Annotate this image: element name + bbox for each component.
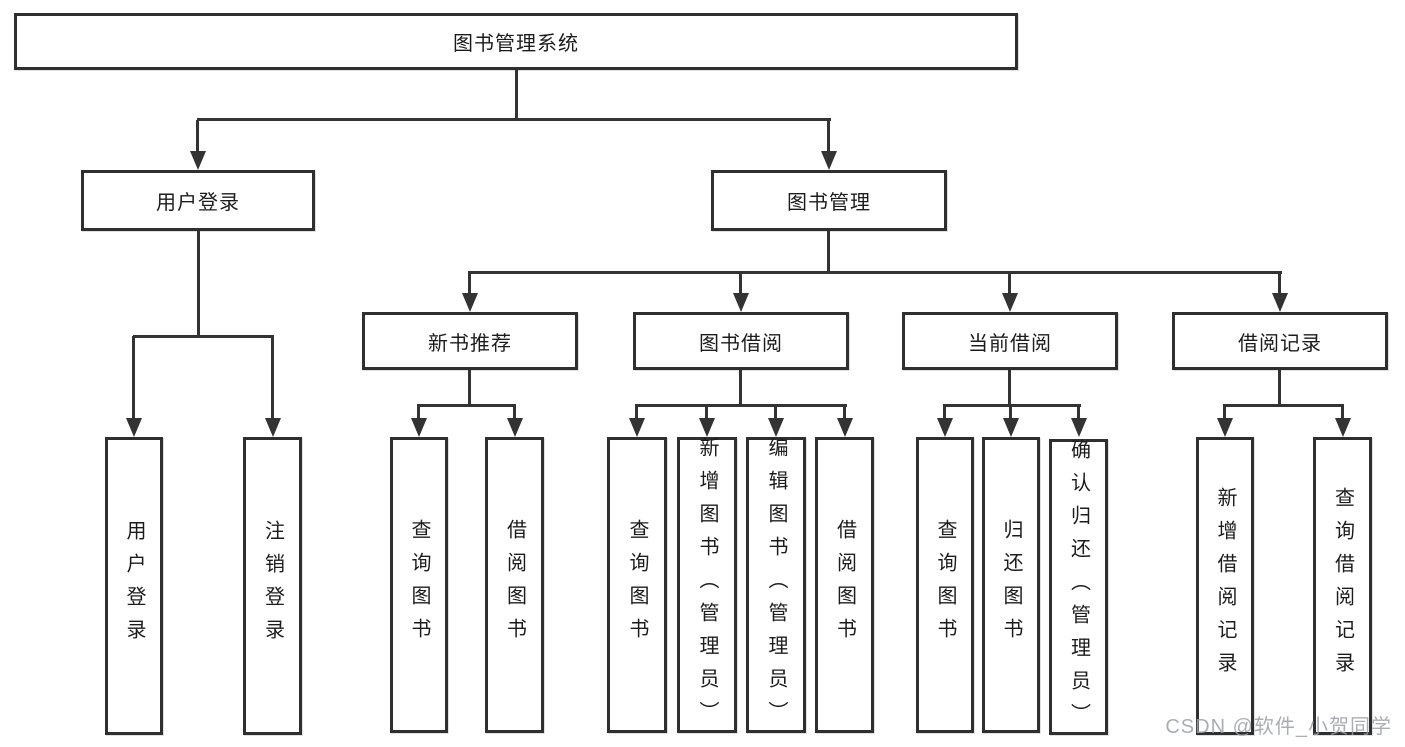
- arrow-down-icon: [635, 406, 638, 418]
- arrow-down-icon: [1077, 406, 1080, 418]
- leaf-borrowing-edit-books-admin-label: 编辑图书（管理员）: [765, 436, 787, 734]
- leaf-current-query-books-label: 查询图书: [934, 519, 956, 651]
- leaf-borrowing-borrow-books-label: 借阅图书: [833, 519, 856, 651]
- arrow-down-icon: [943, 406, 946, 418]
- node-borrowing-records: 借阅记录: [1172, 312, 1388, 370]
- node-book-management: 图书管理: [711, 170, 947, 231]
- leaf-borrowing-borrow-books: 借阅图书: [815, 437, 874, 733]
- arrow-down-icon: [513, 406, 516, 418]
- leaf-current-confirm-return-admin-label: 确认归还（管理员）: [1067, 438, 1090, 736]
- connector-records-stem: [1278, 370, 1281, 407]
- connector-root-stem: [515, 70, 518, 121]
- leaf-recommend-query-books: 查询图书: [390, 437, 448, 733]
- node-book-borrowing: 图书借阅: [633, 312, 849, 370]
- node-current-borrowing-label: 当前借阅: [968, 332, 1052, 355]
- connector-management-stem: [827, 231, 830, 274]
- arrow-down-icon: [739, 272, 742, 293]
- leaf-borrowing-add-books-admin-label: 新增图书（管理员）: [696, 436, 718, 734]
- leaf-records-add-record: 新增借阅记录: [1196, 437, 1254, 735]
- arrow-down-icon: [1009, 406, 1012, 418]
- leaf-recommend-borrow-books: 借阅图书: [485, 437, 544, 733]
- arrow-down-icon: [271, 336, 274, 418]
- leaf-current-confirm-return-admin: 确认归还（管理员）: [1049, 438, 1108, 736]
- arrow-down-icon: [705, 406, 708, 418]
- arrow-down-icon: [417, 406, 420, 418]
- connector-login-rail: [133, 335, 274, 338]
- connector-login-stem: [197, 231, 200, 338]
- arrow-down-icon: [1278, 272, 1281, 293]
- node-library-system-label: 图书管理系统: [453, 33, 579, 55]
- arrow-down-icon: [774, 406, 777, 418]
- leaf-borrowing-query-books: 查询图书: [607, 437, 667, 733]
- leaf-current-query-books: 查询图书: [916, 437, 974, 733]
- leaf-current-return-books: 归还图书: [982, 437, 1040, 733]
- node-book-borrowing-label: 图书借阅: [699, 332, 783, 355]
- leaf-user-login: 用户登录: [105, 437, 163, 735]
- arrow-down-icon: [827, 120, 830, 151]
- leaf-records-query-record: 查询借阅记录: [1313, 437, 1372, 735]
- leaf-borrowing-add-books-admin: 新增图书（管理员）: [677, 436, 737, 734]
- connector-borrowing-rail: [635, 404, 847, 407]
- arrow-down-icon: [843, 406, 846, 418]
- arrow-down-icon: [1223, 406, 1226, 418]
- node-borrowing-records-label: 借阅记录: [1238, 332, 1322, 355]
- leaf-borrowing-edit-books-admin: 编辑图书（管理员）: [746, 436, 806, 734]
- leaf-records-query-record-label: 查询借阅记录: [1331, 487, 1354, 685]
- connector-recommend-stem: [468, 370, 471, 407]
- node-book-management-label: 图书管理: [787, 192, 871, 214]
- watermark: CSDN @软件_小贺同学: [1165, 716, 1392, 738]
- leaf-borrowing-query-books-label: 查询图书: [626, 519, 648, 651]
- leaf-logout-login: 注销登录: [243, 437, 302, 735]
- connector-root-rail: [197, 118, 831, 121]
- connector-recommend-rail: [417, 404, 516, 407]
- arrow-down-icon: [196, 120, 199, 151]
- connector-records-rail: [1223, 404, 1344, 407]
- node-user-login: 用户登录: [81, 170, 315, 231]
- leaf-user-login-label: 用户登录: [123, 520, 145, 652]
- leaf-recommend-query-books-label: 查询图书: [408, 519, 430, 651]
- leaf-records-add-record-label: 新增借阅记录: [1214, 487, 1236, 685]
- node-new-book-recommendation-label: 新书推荐: [428, 332, 512, 355]
- leaf-logout-login-label: 注销登录: [261, 520, 284, 652]
- node-user-login-label: 用户登录: [156, 192, 240, 214]
- connector-management-rail: [468, 271, 1282, 274]
- arrow-down-icon: [1008, 272, 1011, 293]
- arrow-down-icon: [468, 272, 471, 293]
- arrow-down-icon: [1341, 406, 1344, 418]
- connector-current-rail: [943, 404, 1081, 407]
- node-library-system: 图书管理系统: [14, 13, 1018, 70]
- leaf-current-return-books-label: 归还图书: [1000, 519, 1022, 651]
- arrow-down-icon: [132, 336, 135, 418]
- leaf-recommend-borrow-books-label: 借阅图书: [503, 519, 526, 651]
- connector-borrowing-stem: [739, 370, 742, 407]
- node-new-book-recommendation: 新书推荐: [362, 312, 578, 370]
- node-current-borrowing: 当前借阅: [902, 312, 1118, 370]
- connector-current-stem: [1008, 370, 1011, 407]
